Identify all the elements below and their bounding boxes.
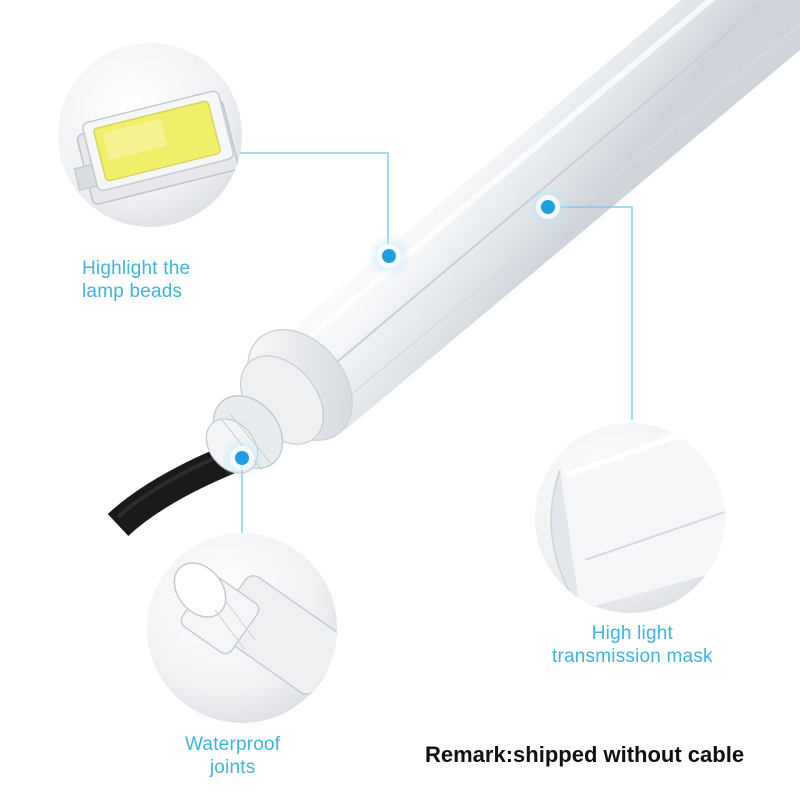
detail-circle-waterproof-joints: [147, 533, 337, 723]
callout-line-1: Waterproof: [185, 734, 281, 755]
callout-line-2: joints: [209, 757, 256, 778]
detail-circle-lamp-beads: [58, 43, 242, 227]
callout-dot-joints: [220, 436, 264, 480]
callout-label-lamp-beads: Highlight the lamp beads: [82, 257, 190, 303]
detail-circle-transmission-mask: [535, 423, 725, 613]
callout-label-waterproof-joints: Waterproof joints: [185, 733, 280, 779]
callout-dot-mask: [526, 185, 570, 229]
callout-line-1: High light: [591, 623, 673, 644]
callout-dot-beads: [367, 234, 411, 278]
remark-text: Remark:shipped without cable: [425, 742, 745, 767]
callout-line-2: lamp beads: [82, 281, 183, 302]
callout-label-transmission-mask: High light transmission mask: [552, 622, 713, 668]
callout-line-2: transmission mask: [552, 646, 713, 667]
callout-line-1: Highlight the: [82, 258, 191, 279]
